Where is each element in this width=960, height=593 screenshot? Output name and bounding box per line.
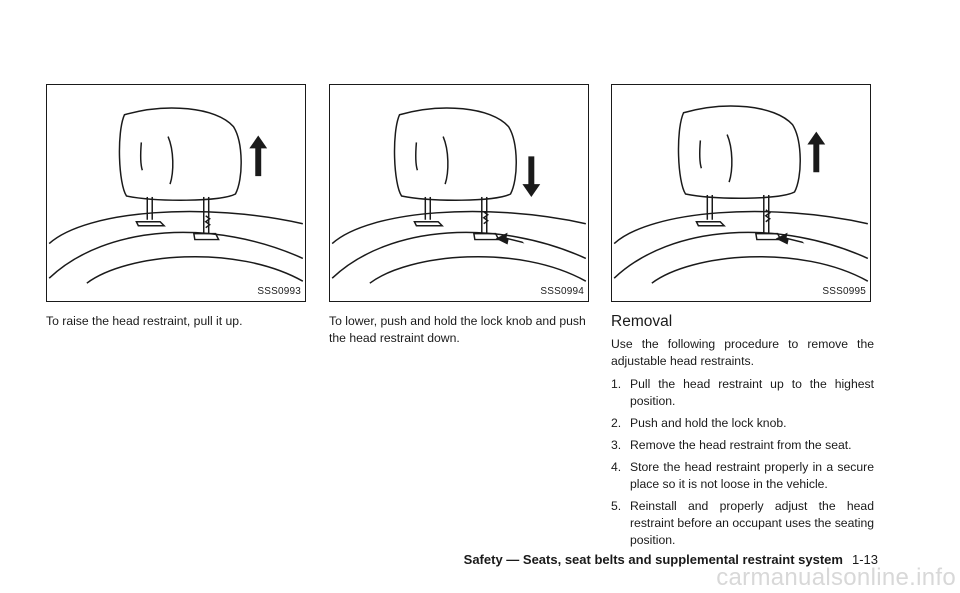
list-item: 4. Store the head restraint properly in a… <box>611 459 874 493</box>
lock-knob-push-arrow-icon <box>775 232 805 245</box>
step-number: 2. <box>611 416 622 430</box>
page-number: 1-13 <box>851 552 878 567</box>
list-item: 2. Push and hold the lock knob. <box>611 415 874 432</box>
figure-caption: To raise the head restraint, pull it up. <box>46 314 243 328</box>
figure-lower-head-restraint: SSS0994 <box>329 84 589 302</box>
watermark: carmanualsonline.info <box>716 564 956 591</box>
step-text: Push and hold the lock knob. <box>630 416 787 430</box>
list-item: 5. Reinstall and properly adjust the head… <box>611 498 874 549</box>
step-text: Remove the head restraint from the seat. <box>630 438 852 452</box>
lock-knob-push-arrow-icon <box>495 232 525 245</box>
step-number: 1. <box>611 377 622 391</box>
figure-raise-head-restraint: SSS0993 <box>46 84 306 302</box>
footer-section-title: Safety — Seats, seat belts and supplemen… <box>463 552 843 567</box>
figure-remove-head-restraint: SSS0995 <box>611 84 871 302</box>
pull-up-arrow-icon <box>249 135 268 177</box>
push-down-arrow-icon <box>522 156 541 197</box>
head-restraint-illustration <box>331 107 587 284</box>
step-text: Store the head restraint properly in a s… <box>630 460 874 491</box>
head-restraint-illustration <box>48 107 304 284</box>
head-restraint-illustration <box>613 105 869 284</box>
figure-code: SSS0995 <box>822 286 866 297</box>
figure-code: SSS0993 <box>257 286 301 297</box>
step-number: 5. <box>611 499 622 513</box>
page-footer: Safety — Seats, seat belts and supplemen… <box>464 552 878 567</box>
step-text: Pull the head restraint up to the highes… <box>630 377 874 408</box>
list-item: 1. Pull the head restraint up to the high… <box>611 376 874 410</box>
removal-steps-list: 1. Pull the head restraint up to the high… <box>611 376 874 554</box>
section-heading: Removal <box>611 313 673 330</box>
figure-code: SSS0994 <box>540 286 584 297</box>
step-number: 3. <box>611 438 622 452</box>
step-text: Reinstall and properly adjust the head r… <box>630 499 874 547</box>
step-number: 4. <box>611 460 622 474</box>
figure-caption: To lower, push and hold the lock knob an… <box>329 314 586 345</box>
pull-up-arrow-icon <box>807 131 826 173</box>
list-item: 3. Remove the head restraint from the sea… <box>611 437 874 454</box>
section-intro: Use the following procedure to remove th… <box>611 337 874 368</box>
